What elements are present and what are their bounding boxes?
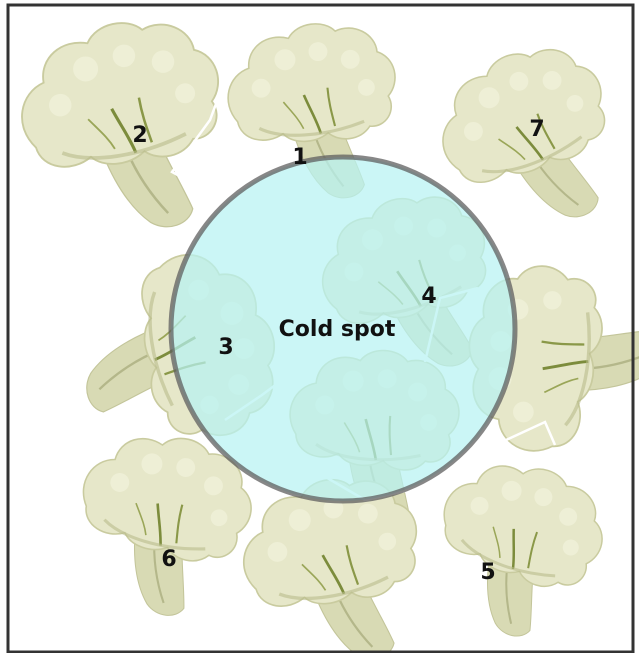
cold-spot-label: Cold spot bbox=[279, 317, 396, 342]
piece-label-6: 6 bbox=[161, 547, 176, 572]
piece-label-5: 5 bbox=[480, 560, 495, 585]
piece-label-4: 4 bbox=[421, 284, 436, 309]
piece-label-1: 1 bbox=[292, 145, 307, 170]
piece-label-2: 2 bbox=[132, 123, 147, 148]
piece-label-7: 7 bbox=[529, 117, 544, 142]
piece-label-3: 3 bbox=[218, 335, 233, 360]
